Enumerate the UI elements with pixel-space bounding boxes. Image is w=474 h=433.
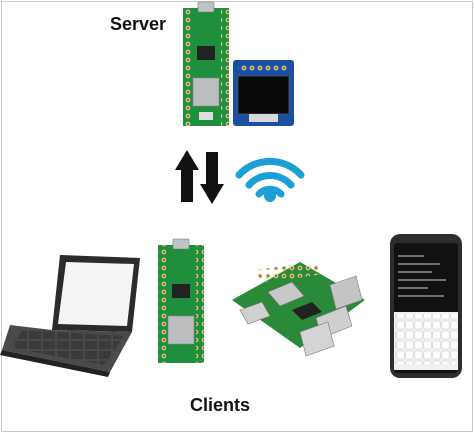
smartphone-icon bbox=[390, 234, 462, 378]
laptop-icon bbox=[0, 255, 140, 377]
client-pico-w-board-icon bbox=[158, 238, 204, 363]
up-down-arrows-icon bbox=[175, 150, 224, 204]
clients-label: Clients bbox=[190, 395, 251, 415]
oled-display-icon bbox=[233, 60, 294, 126]
raspberry-pi-icon bbox=[232, 262, 365, 357]
server-pico-w-board-icon bbox=[183, 1, 229, 126]
server-label: Server bbox=[110, 14, 167, 34]
wifi-icon bbox=[235, 157, 305, 202]
